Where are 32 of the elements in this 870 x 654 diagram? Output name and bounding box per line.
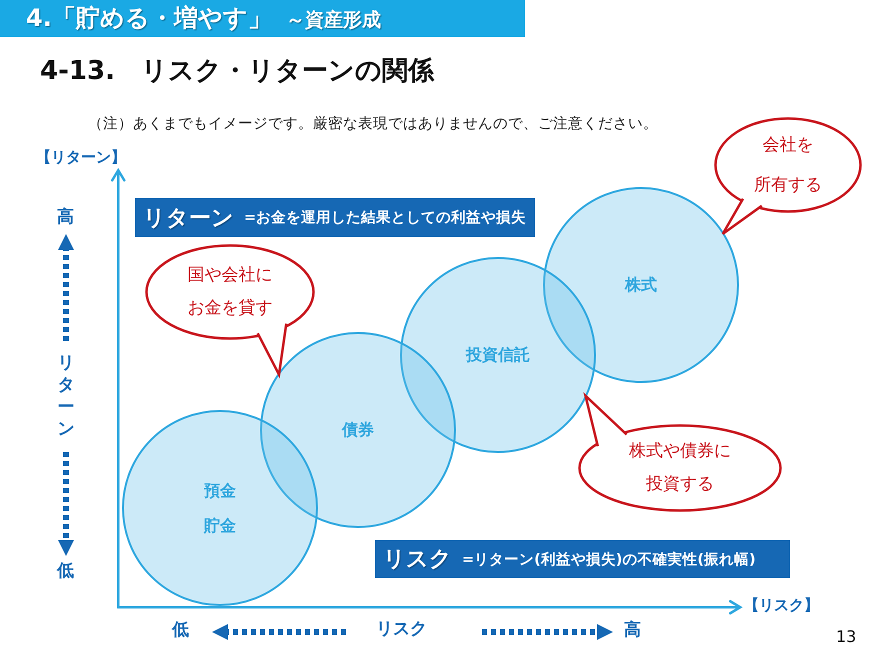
- page-number: 13: [836, 628, 856, 646]
- circle-label: 貯金: [204, 516, 236, 536]
- bubble-text: 国や会社にお金を貸す: [188, 264, 272, 320]
- definition-banner: [375, 540, 790, 578]
- circle-label: 預金: [204, 480, 236, 500]
- circle-label: 投資信託: [466, 345, 530, 365]
- circle-label: 株式: [625, 275, 657, 295]
- axis-label: リスク: [376, 620, 427, 640]
- term-label: リターン: [143, 204, 234, 232]
- definition-text: =お金を運用した結果としての利益や損失: [244, 208, 526, 227]
- bubble-text: 会社を所有する: [754, 134, 822, 197]
- bubble-text: 株式や債券に投資する: [629, 440, 731, 496]
- definition-banner: [135, 198, 535, 237]
- axis-label: リターン: [57, 352, 75, 440]
- page-title: 4-13. リスク・リターンの関係: [40, 55, 434, 88]
- note-text: （注）あくまでもイメージです。厳密な表現ではありませんので、ご注意ください。: [88, 116, 658, 133]
- axis-end-label: 低: [172, 621, 189, 641]
- speech-bubble: [714, 117, 862, 213]
- term-label: リスク: [383, 546, 452, 574]
- callout-pointer: [256, 322, 288, 379]
- definition-text: =リターン(利益や損失)の不確実性(振れ幅): [462, 550, 756, 568]
- callout-pointer: [583, 392, 628, 448]
- axis-end-label: 高: [57, 208, 74, 228]
- section-subtitle: ～資産形成: [286, 8, 381, 33]
- section-heading: 4.「貯める・増やす」: [26, 3, 272, 34]
- speech-bubble: [145, 244, 315, 340]
- axis-title: 【リターン】: [36, 149, 126, 166]
- axis-end-label: 高: [624, 621, 641, 641]
- axis-title: 【リスク】: [744, 597, 819, 614]
- circle-label: 債券: [342, 420, 374, 440]
- callout-pointer: [722, 197, 764, 236]
- axis-end-label: 低: [57, 562, 74, 582]
